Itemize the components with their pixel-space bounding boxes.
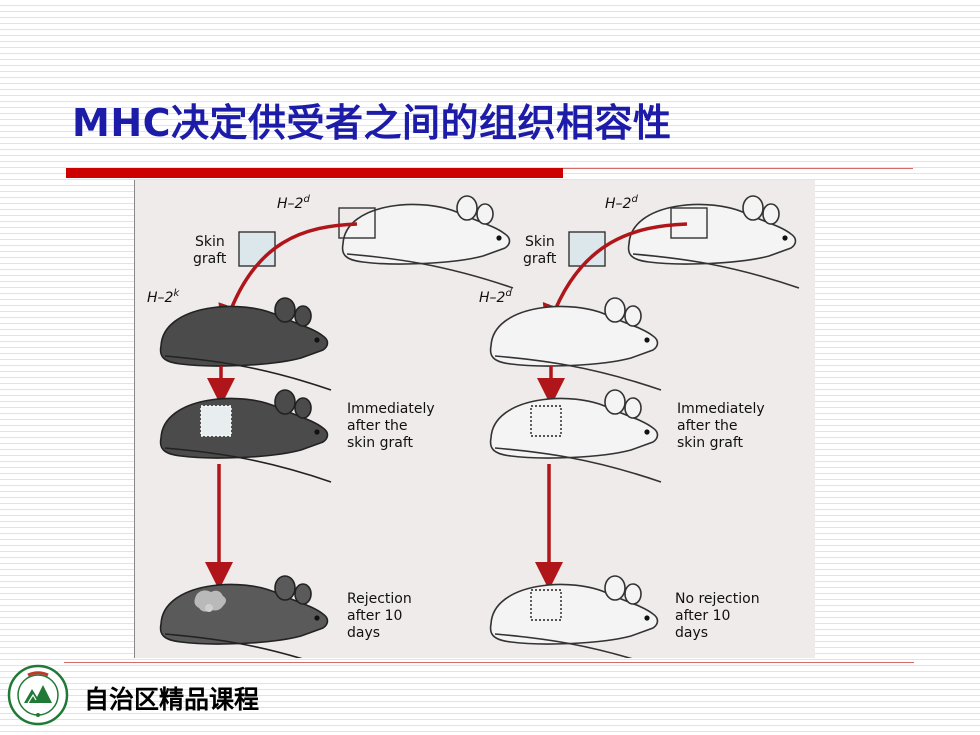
right-recipient-label: H–2d (479, 288, 512, 306)
right-mouse-no-rejection (489, 575, 662, 658)
right-donor-mouse (627, 195, 800, 289)
left-donor-label: H–2d (277, 194, 310, 212)
title-accent-bar (66, 168, 563, 178)
left-stage1-line1: Immediately (347, 401, 435, 417)
left-mouse-rejection (159, 575, 332, 658)
left-graft-transfer-arrow (218, 222, 358, 334)
right-mouse-after-graft (489, 389, 662, 483)
right-graft-transfer-arrow (542, 222, 688, 334)
left-mouse-after-graft (159, 389, 332, 483)
right-graft-label-line1: Skin (525, 234, 555, 250)
left-recipient-label: H–2k (147, 288, 180, 306)
left-stage2-line1: Rejection (347, 591, 412, 607)
footer-course-label: 自治区精品课程 (84, 685, 260, 714)
footer-divider-line (64, 662, 914, 663)
left-stage1-line3: skin graft (347, 435, 414, 451)
left-stage1-line2: after the (347, 418, 408, 434)
left-skin-graft-patch (238, 231, 276, 267)
university-seal-icon (6, 663, 70, 727)
right-graft-label-line2: graft (523, 251, 557, 267)
left-graft-label-line1: Skin (195, 234, 225, 250)
skin-graft-diagram: H–2d Skin graft H–2k Immediately after t… (147, 194, 800, 658)
skin-graft-figure: H–2d Skin graft H–2k Immediately after t… (134, 180, 815, 658)
right-stage1-line3: skin graft (677, 435, 744, 451)
right-stage1-line2: after the (677, 418, 738, 434)
right-stage1-line1: Immediately (677, 401, 765, 417)
right-donor-label: H–2d (605, 194, 638, 212)
left-stage2-line2: after 10 (347, 608, 402, 624)
right-stage2-line2: after 10 (675, 608, 730, 624)
left-stage2-line3: days (347, 625, 380, 641)
right-stage2-line1: No rejection (675, 591, 760, 607)
right-recipient-mouse (489, 297, 662, 391)
left-graft-label-line2: graft (193, 251, 227, 267)
title-divider-line (563, 168, 913, 169)
left-recipient-mouse (159, 297, 332, 391)
left-donor-mouse (338, 195, 514, 289)
slide-title: MHC决定供受者之间的组织相容性 (72, 101, 672, 145)
right-stage2-line3: days (675, 625, 708, 641)
